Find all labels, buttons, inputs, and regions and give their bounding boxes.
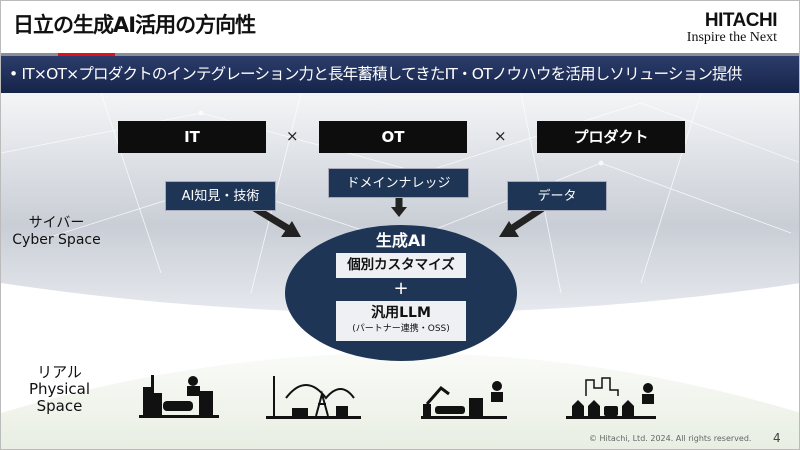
real-label: リアル Physical Space [7, 364, 112, 415]
box-it: IT [118, 121, 266, 153]
page-number: 4 [773, 431, 781, 445]
real-ja: リアル [37, 363, 82, 381]
page-title: 日立の生成AI活用の方向性 [13, 13, 256, 37]
box-product: プロダクト [537, 121, 685, 153]
title-divider [1, 53, 799, 56]
city-mobility-icon [139, 375, 219, 418]
box-ot: OT [319, 121, 467, 153]
cyber-ja: サイバー [28, 215, 85, 231]
energy-grid-icon [266, 376, 361, 419]
real-en: Physical Space [28, 380, 91, 415]
summary-banner: • IT×OT×プロダクトのインテグレーション力と長年蓄積してきたIT・OTノウ… [1, 56, 799, 93]
title-accent [58, 53, 115, 56]
copyright: © Hitachi, Ltd. 2024. All rights reserve… [589, 434, 752, 443]
times-symbol: × [286, 127, 299, 145]
logo-brand: HITACHI [704, 10, 778, 31]
times-symbol: × [494, 127, 507, 145]
input-domain-knowledge: ドメインナレッジ [328, 168, 469, 198]
plus-symbol: + [393, 278, 409, 299]
input-ai-knowledge: AI知見・技術 [165, 181, 276, 211]
logo-tagline: Inspire the Next [686, 30, 777, 45]
factory-robot-icon [421, 381, 507, 419]
llm-note: (パートナー連携・OSS) [352, 324, 450, 334]
smart-town-icon [566, 377, 656, 419]
custom-box: 個別カスタマイズ [336, 253, 466, 278]
input-data: データ [507, 181, 607, 211]
hitachi-logo: HITACHI Inspire the Next [686, 10, 778, 45]
genai-title: 生成AI [375, 231, 427, 250]
llm-box: 汎用LLM (パートナー連携・OSS) [336, 301, 466, 341]
llm-title: 汎用LLM [371, 305, 431, 321]
cyber-en: Cyber Space [12, 232, 101, 248]
cyber-label: サイバー Cyber Space [9, 215, 104, 249]
